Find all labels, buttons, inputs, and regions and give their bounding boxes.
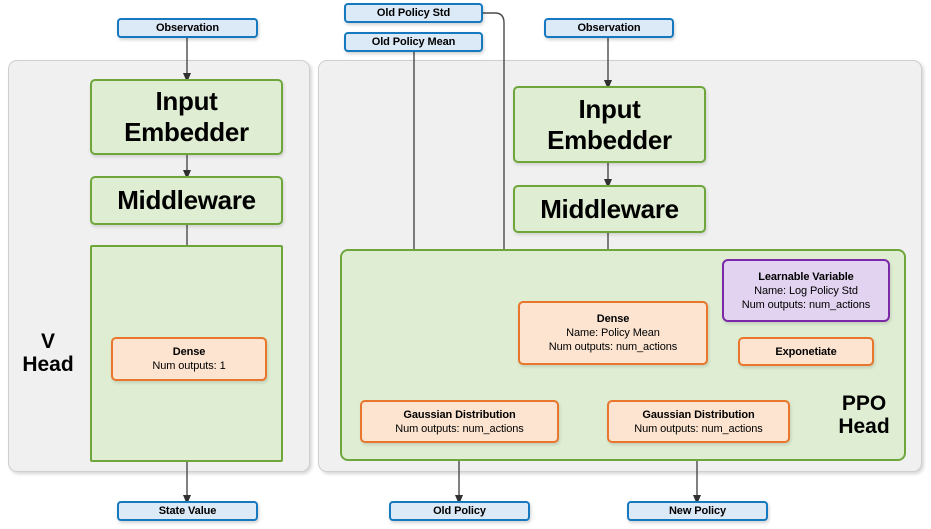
v-head-middleware[interactable]: Middleware [90, 176, 283, 225]
new-policy-output[interactable]: New Policy [627, 501, 768, 521]
old-policy-output-label: Old Policy [433, 505, 486, 517]
ppo-head-observation-label: Observation [577, 22, 641, 34]
v-head-state-value-output[interactable]: State Value [117, 501, 258, 521]
new-policy-output-label: New Policy [668, 505, 727, 517]
v-head-middleware-label: Middleware [117, 185, 256, 215]
gaussian-new-num-outputs: Num outputs: num_actions [634, 422, 763, 435]
v-head-input-embedder[interactable]: Input Embedder [90, 79, 283, 155]
old-policy-mean-label: Old Policy Mean [371, 36, 456, 48]
old-policy-output[interactable]: Old Policy [389, 501, 530, 521]
old-policy-std-input[interactable]: Old Policy Std [344, 3, 483, 23]
ppo-head-middleware-label: Middleware [540, 193, 679, 224]
ppo-head-middleware[interactable]: Middleware [513, 185, 706, 233]
gaussian-old-num-outputs: Num outputs: num_actions [395, 422, 524, 435]
gaussian-old-title: Gaussian Distribution [403, 408, 516, 421]
old-policy-std-label: Old Policy Std [376, 7, 451, 19]
ppo-head-dense-policy-mean[interactable]: Dense Name: Policy Mean Num outputs: num… [518, 301, 708, 365]
ppo-head-input-embedder-label: Input Embedder [547, 93, 672, 155]
ppo-head-title-line1: PPO [841, 392, 887, 415]
dense-policy-mean-title: Dense [596, 313, 630, 325]
v-head-title-line2: Head [22, 353, 74, 376]
ppo-head-title-line2: Head [838, 415, 890, 438]
ppo-head-learnable-variable[interactable]: Learnable Variable Name: Log Policy Std … [722, 259, 890, 322]
v-head-dense[interactable]: Dense Num outputs: 1 [111, 337, 267, 381]
exponetiate-title: Exponetiate [775, 345, 837, 358]
dense-policy-mean-num-outputs: Num outputs: num_actions [548, 341, 678, 353]
gaussian-new-title: Gaussian Distribution [642, 408, 755, 421]
v-head-title-line1: V [40, 330, 55, 353]
v-head-input-embedder-label: Input Embedder [124, 86, 249, 147]
v-head-dense-title: Dense [172, 346, 206, 358]
ppo-head-input-embedder[interactable]: Input Embedder [513, 86, 706, 163]
v-head-title: V Head [14, 330, 82, 376]
learnable-variable-title: Learnable Variable [758, 270, 854, 283]
v-head-state-value-label: State Value [158, 505, 217, 517]
ppo-head-observation-input[interactable]: Observation [544, 18, 674, 38]
v-head-dense-num-outputs: Num outputs: 1 [152, 360, 226, 372]
old-policy-mean-input[interactable]: Old Policy Mean [344, 32, 483, 52]
v-head-observation-input[interactable]: Observation [117, 18, 258, 38]
ppo-head-gaussian-distribution-old[interactable]: Gaussian Distribution Num outputs: num_a… [360, 400, 559, 443]
ppo-head-title: PPO Head [822, 392, 906, 438]
v-head-observation-label: Observation [155, 22, 220, 34]
dense-policy-mean-name: Name: Policy Mean [566, 327, 660, 339]
ppo-head-exponetiate[interactable]: Exponetiate [738, 337, 874, 366]
learnable-variable-num-outputs: Num outputs: num_actions [741, 298, 871, 311]
learnable-variable-name: Name: Log Policy Std [754, 284, 858, 297]
ppo-head-gaussian-distribution-new[interactable]: Gaussian Distribution Num outputs: num_a… [607, 400, 790, 443]
